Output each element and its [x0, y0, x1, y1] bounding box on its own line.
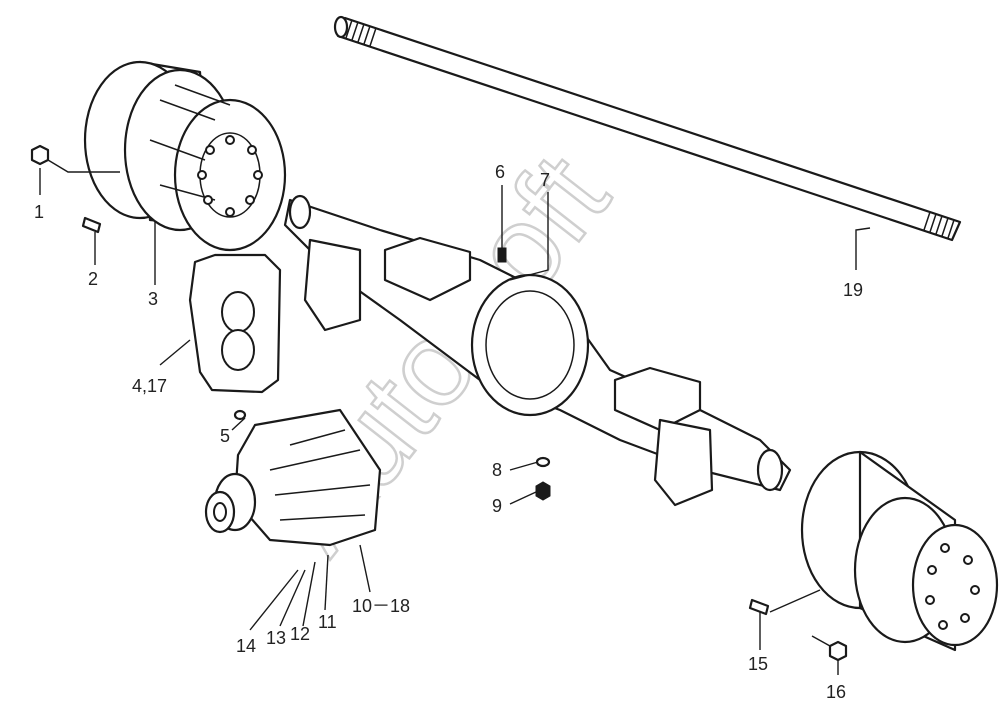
callout-10-18: 10－18: [352, 596, 410, 616]
hub-drum-left-3: [83, 60, 287, 252]
callout-8: 8: [492, 460, 502, 480]
washer-8: [535, 456, 551, 468]
callout-3: 3: [148, 289, 158, 309]
callout-7: 7: [540, 170, 550, 190]
callout-19: 19: [843, 280, 863, 300]
callout-1: 1: [34, 202, 44, 222]
breather-6: [497, 247, 507, 263]
callout-5: 5: [220, 426, 230, 446]
callout-11: 11: [318, 612, 337, 632]
callout-16: 16: [826, 682, 846, 702]
axle-shaft-19: [333, 15, 962, 242]
callout-15: 15: [748, 654, 768, 674]
callout-6: 6: [495, 162, 505, 182]
callout-labels: 1 2 3 4,17 5 6 7 8 9 10－18 11 12 13 14 1…: [34, 162, 863, 702]
callout-9: 9: [492, 496, 502, 516]
bearing-cap-4-17: [188, 253, 282, 394]
stud-2: [81, 216, 102, 234]
part-5: [233, 409, 247, 421]
hub-drum-right: [800, 450, 999, 652]
nut-16: [828, 640, 848, 662]
differential-assembly-10-18: [204, 408, 382, 547]
callout-12: 12: [290, 624, 310, 644]
leader-lines: [39, 159, 871, 675]
callout-4-17: 4,17: [132, 376, 167, 396]
stud-15: [748, 598, 770, 616]
drain-plug-9: [535, 481, 551, 501]
axle-housing-7: [283, 194, 792, 507]
callout-2: 2: [88, 269, 98, 289]
callout-13: 13: [266, 628, 286, 648]
nut-1: [30, 144, 50, 166]
callout-14: 14: [236, 636, 256, 656]
